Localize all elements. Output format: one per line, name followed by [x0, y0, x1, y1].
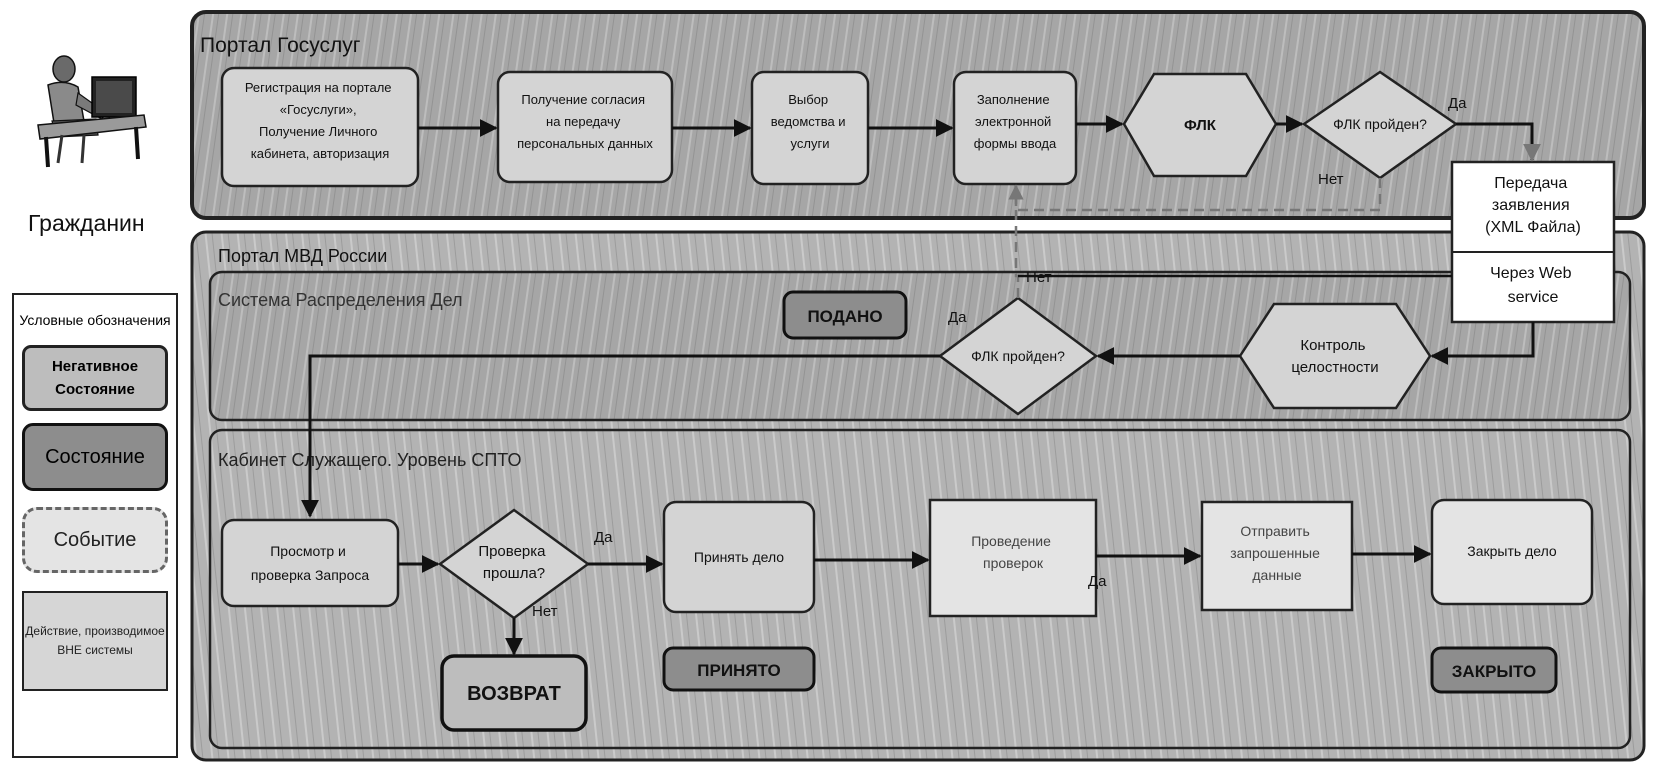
lane-mvd-title: Портал МВД России	[218, 246, 387, 266]
legend-event: Событие	[22, 507, 168, 573]
node-review	[220, 518, 400, 608]
node-via-web-label: Через Web service	[1490, 265, 1576, 306]
node-integrity	[1238, 302, 1432, 410]
node-flk-passed-2	[937, 296, 1099, 416]
node-fill-form	[952, 70, 1078, 186]
arrow-flk2-yes-review	[301, 354, 940, 518]
state-closed-label: ЗАКРЫТО	[1452, 662, 1536, 681]
node-integrity-label: Контроль целостности	[1291, 337, 1378, 376]
lane-srd-title: Система Распределения Дел	[218, 290, 463, 310]
node-checks	[928, 498, 1098, 618]
edge-label-yes-2: Да	[948, 309, 967, 326]
state-accepted-label: ПРИНЯТО	[697, 661, 780, 680]
node-review-label: Просмотр и проверка Запроса	[251, 543, 370, 583]
legend-action-outside: Действие, производимое ВНЕ системы	[22, 591, 168, 691]
citizen-at-computer-icon	[37, 55, 147, 168]
state-submitted-label: ПОДАНО	[807, 307, 882, 326]
lane-gosuslugi-title: Портал Госуслуг	[200, 34, 361, 57]
node-flk-passed-1-label: ФЛК пройден?	[1333, 116, 1427, 132]
state-closed	[1430, 646, 1558, 694]
state-accepted	[662, 646, 816, 692]
edge-label-yes-1: Да	[1448, 95, 1467, 112]
legend-title: Условные обозначения	[19, 312, 171, 328]
actor-label: Гражданин	[28, 210, 145, 236]
node-transfer-label: Передача заявления (XML Файла)	[1485, 175, 1581, 236]
legend: Условные обозначения Негативное Состояни…	[12, 293, 178, 758]
node-flk-label: ФЛК	[1184, 117, 1217, 134]
edge-label-yes-3: Да	[594, 529, 613, 546]
node-accept	[662, 500, 816, 614]
node-check-passed-label: Проверка прошла?	[478, 543, 549, 582]
state-return	[440, 654, 588, 732]
lane-cabinet	[208, 428, 1632, 750]
node-send-data	[1200, 500, 1354, 612]
node-consent-label: Получение согласия на передачу персональ…	[517, 92, 653, 151]
edge-label-no-2: Нет	[1026, 269, 1052, 286]
edge-label-yes-4: Да	[1088, 573, 1107, 590]
edge-label-no-3: Нет	[532, 603, 558, 620]
arrow-yes-transfer	[1456, 122, 1541, 162]
state-submitted	[782, 290, 908, 340]
arrow-transfer-integrity	[1430, 322, 1535, 365]
node-close-label: Закрыть дело	[1467, 543, 1557, 559]
node-close	[1430, 498, 1594, 606]
node-transfer	[1450, 160, 1616, 324]
node-accept-label: Принять дело	[694, 549, 784, 565]
node-choose-label: Выбор ведомства и услуги	[771, 92, 849, 151]
node-fill-form-label: Заполнение электронной формы ввода	[974, 92, 1057, 151]
node-send-data-label: Отправить запрошенные данные	[1230, 523, 1324, 583]
node-flk-passed-2-label: ФЛК пройден?	[971, 348, 1065, 364]
edge-label-no-1: Нет	[1318, 171, 1344, 188]
lane-cabinet-title: Кабинет Служащего. Уровень СПТО	[218, 450, 521, 470]
arrow-flk2-no-return	[1008, 184, 1024, 298]
node-checks-label: Проведение проверок	[971, 533, 1055, 571]
node-registration-label: Регистрация на портале «Госуслуги», Полу…	[245, 80, 395, 161]
legend-state: Состояние	[22, 423, 168, 491]
legend-negative-state: Негативное Состояние	[22, 345, 168, 411]
state-return-label: ВОЗВРАТ	[467, 683, 561, 705]
